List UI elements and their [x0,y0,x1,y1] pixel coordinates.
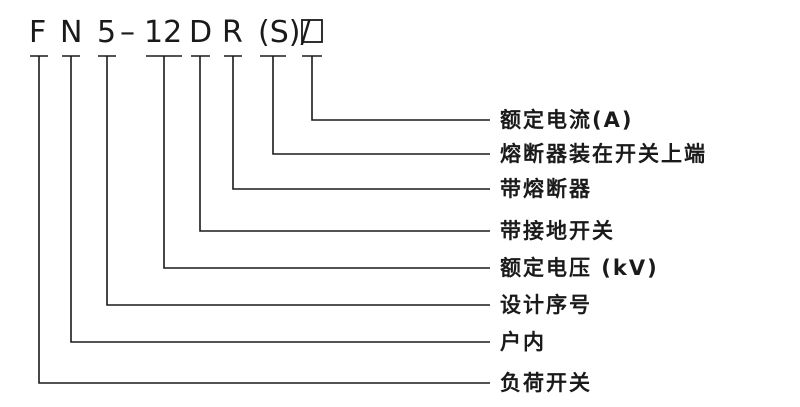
code-dash: – [120,15,135,50]
label-indoor: 户内 [500,330,546,354]
model-code: F N 5 – 12 D R (S)/ [29,15,323,50]
leader-fuse-top [272,56,490,155]
leader-indoor [70,56,490,343]
code-placeholder-box [301,19,323,43]
label-earthing-switch: 带接地开关 [500,219,615,243]
label-design-number: 设计序号 [500,293,592,317]
leader-rated-current [311,56,490,121]
leader-lines [38,56,490,384]
code-char-n: N [60,15,82,50]
code-char-d: D [189,15,212,50]
code-char-12: 12 [144,15,182,50]
label-with-fuse: 带熔断器 [500,177,592,201]
leader-design-number [106,56,490,306]
labels: 额定电流(A) 熔断器装在开关上端 带熔断器 带接地开关 额定电压 (kV) 设… [500,108,707,395]
leader-earthing-switch [199,56,490,232]
label-rated-voltage: 额定电压 (kV) [500,256,659,280]
label-load-switch: 负荷开关 [500,371,592,395]
label-fuse-top: 熔断器装在开关上端 [500,142,707,166]
code-char-r: R [222,15,243,50]
leader-load-switch [38,56,490,384]
leader-with-fuse [232,56,490,190]
code-char-5: 5 [97,15,116,50]
code-char-f: F [29,15,46,50]
label-rated-current: 额定电流(A) [500,108,633,132]
leader-rated-voltage [163,56,490,269]
